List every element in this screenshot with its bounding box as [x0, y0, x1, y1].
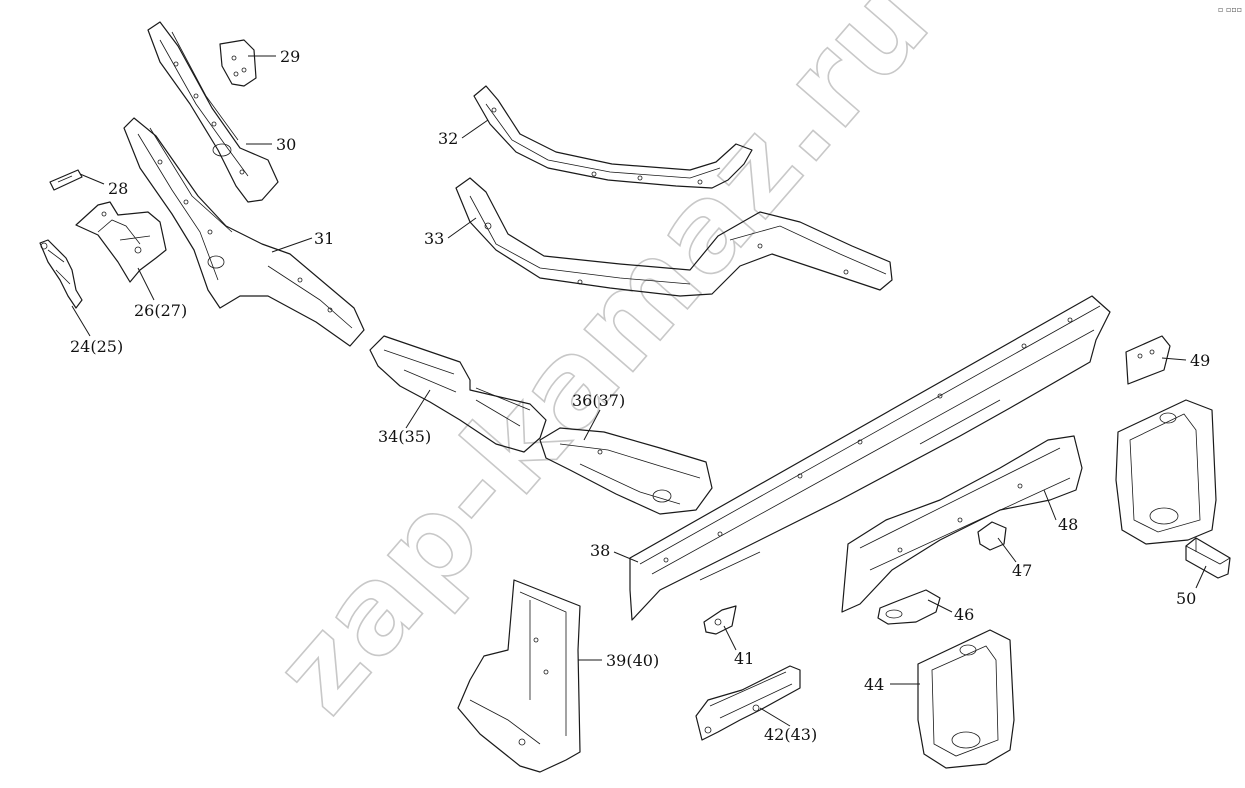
part-48-channel [841, 435, 1083, 613]
callout-labels: 24(25) 26(27) 28 29 30 31 32 33 34(35) 3… [70, 47, 1210, 744]
part-41-clip [703, 605, 737, 635]
callout-46: 46 [954, 605, 974, 624]
part-30-member [147, 21, 279, 203]
corner-mark: ▫ ▫▫▫ [1218, 5, 1242, 14]
callout-41: 41 [734, 649, 754, 668]
part-42-bracket [695, 665, 801, 741]
part-31-member [123, 117, 365, 347]
callout-31: 31 [314, 229, 334, 248]
part-39-pillar [457, 579, 581, 773]
callout-32: 32 [438, 129, 458, 148]
frame-panel-right [1115, 399, 1217, 545]
part-46-bracket [877, 589, 941, 625]
callout-48: 48 [1058, 515, 1078, 534]
part-33-member [455, 177, 893, 297]
part-32-rail [473, 85, 753, 189]
watermark-text: zap-kamaz.ru [247, 0, 956, 738]
callout-34-35: 34(35) [378, 427, 431, 446]
callout-47: 47 [1012, 561, 1032, 580]
callout-38: 38 [590, 541, 610, 560]
part-26-bracket [75, 201, 167, 283]
part-50-block [1185, 537, 1231, 579]
part-47-clip [977, 521, 1007, 551]
callout-24-25: 24(25) [70, 337, 123, 356]
callout-33: 33 [424, 229, 444, 248]
callout-42-43: 42(43) [764, 725, 817, 744]
part-38-crossmember [629, 295, 1111, 621]
part-28-plate [49, 169, 83, 191]
callout-30: 30 [276, 135, 296, 154]
callout-36-37: 36(37) [572, 391, 625, 410]
part-29-bracket [219, 39, 257, 87]
callout-49: 49 [1190, 351, 1210, 370]
callout-28: 28 [108, 179, 128, 198]
callout-26-27: 26(27) [134, 301, 187, 320]
callout-29: 29 [280, 47, 300, 66]
callout-39-40: 39(40) [606, 651, 659, 670]
part-49-plate [1125, 335, 1171, 385]
part-44-panel [917, 629, 1015, 769]
part-36-bracket [539, 427, 713, 515]
callout-44: 44 [864, 675, 884, 694]
leader-lines [71, 55, 1207, 727]
part-34-channel [369, 335, 547, 453]
part-24-bracket [39, 239, 83, 309]
callout-50: 50 [1176, 589, 1196, 608]
